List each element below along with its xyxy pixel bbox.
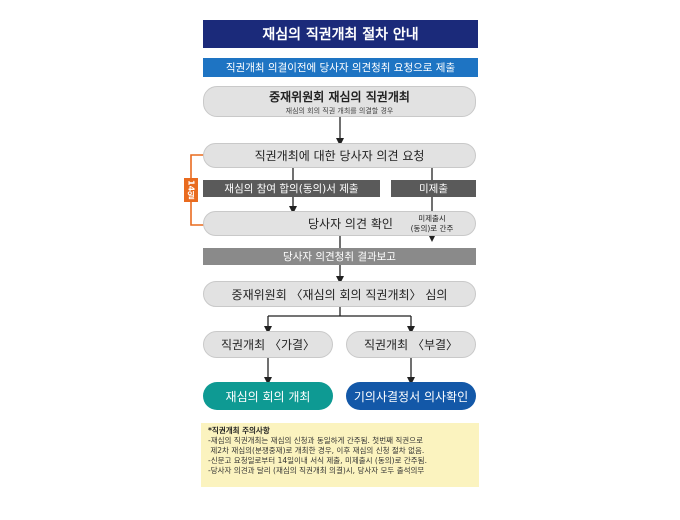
branch-rejected: 직권개최 〈부결〉 (346, 331, 476, 358)
step-opinion-request-label: 직권개최에 대한 당사자 의견 요청 (254, 149, 425, 163)
opinion-report-bar: 당사자 의견청취 결과보고 (203, 248, 476, 265)
step-committee-review: 중재위원회 〈재심의 회의 직권개최〉 심의 (203, 281, 476, 307)
final-confirm-decision: 기의사결정서 의사확인 (346, 382, 476, 410)
step-committee-reconvene-subtext: 재심의 회의 직권 개최를 의결할 경우 (285, 106, 394, 115)
final-hold-reexamination: 재심의 회의 개최 (203, 382, 333, 410)
step-opinion-check: 당사자 의견 확인 (203, 211, 476, 236)
notes-line: -신문고 요청일로부터 14일이내 서식 제출, 미제출시 (동의)로 간주됨. (208, 456, 427, 465)
submit-consent-bar: 재심의 참여 합의(동의)서 제출 (203, 180, 380, 197)
page-subtitle: 직권개최 의결이전에 당사자 의견청취 요청으로 제출 (203, 58, 478, 77)
step-committee-review-label: 중재위원회 〈재심의 회의 직권개최〉 심의 (231, 287, 448, 302)
deadline-label: 14일 (184, 178, 198, 202)
notes-box: *직권개최 주의사항 -재심의 직권개최는 재심의 신청과 동일하게 간주됨. … (201, 423, 479, 487)
notes-line: 제2차 재심의(분쟁중재)로 개최한 경우, 이후 재심의 신청 절차 없음. (208, 446, 425, 455)
not-submitted-note-line2: (동의)로 간주 (410, 224, 454, 233)
branch-rejected-label: 직권개최 〈부결〉 (363, 338, 459, 352)
step-committee-reconvene-title: 중재위원회 재심의 직권개최 (269, 89, 410, 104)
not-submitted-note: 미제출시 (동의)로 간주 (404, 214, 460, 234)
page-title: 재심의 직권개최 절차 안내 (203, 20, 478, 48)
step-opinion-check-label: 당사자 의견 확인 (308, 217, 393, 231)
branch-approved: 직권개최 〈가결〉 (203, 331, 333, 358)
step-opinion-request: 직권개최에 대한 당사자 의견 요청 (203, 143, 476, 168)
branch-approved-label: 직권개최 〈가결〉 (220, 338, 316, 352)
notes-line: -당사자 의견과 달리 (재심의 직권개최 의결)시, 당사자 모두 출석의무 (208, 466, 425, 475)
not-submitted-bar: 미제출 (391, 180, 476, 197)
step-committee-reconvene: 중재위원회 재심의 직권개최 재심의 회의 직권 개최를 의결할 경우 (203, 86, 476, 117)
notes-title: *직권개최 주의사항 (208, 426, 270, 435)
not-submitted-note-line1: 미제출시 (418, 214, 446, 223)
notes-line: -재심의 직권개최는 재심의 신청과 동일하게 간주됨. 첫번째 직권으로 (208, 436, 423, 445)
